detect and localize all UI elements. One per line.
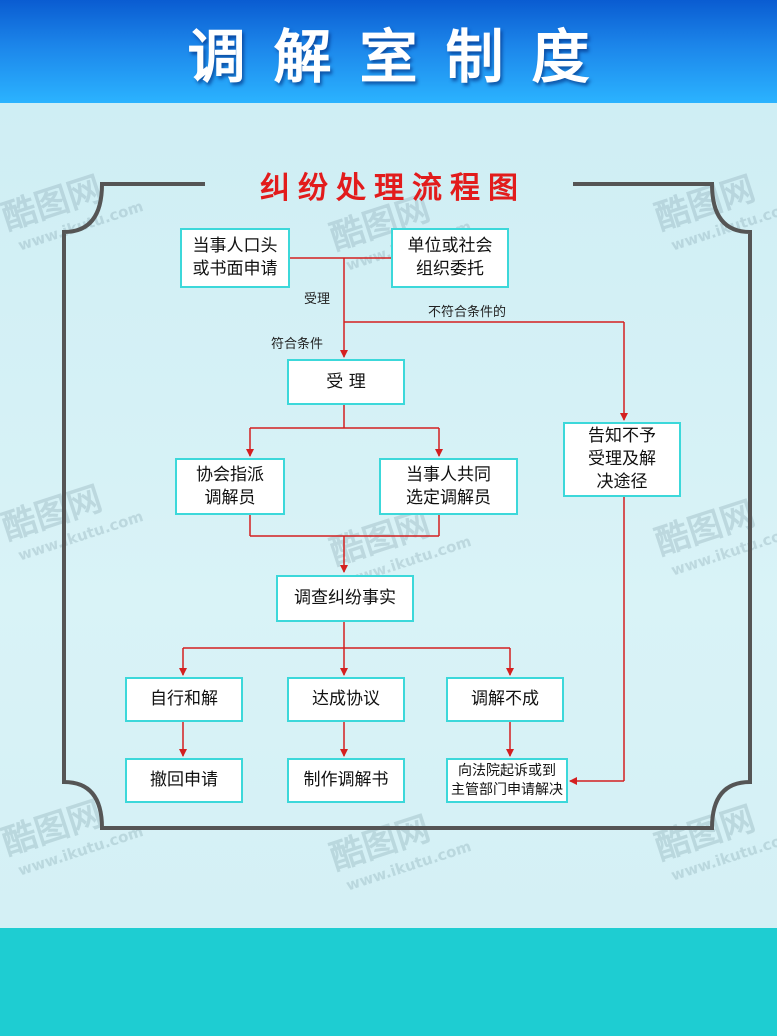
label-accepted: 受理 (304, 292, 331, 307)
diagram-frame (62, 182, 752, 830)
node-self-settle: 自行和解 (125, 677, 243, 722)
node-parties-choose: 当事人共同 选定调解员 (379, 458, 518, 515)
label-not-qualified: 不符合条件的 (428, 305, 507, 320)
node-agreement: 达成协议 (287, 677, 405, 722)
flowchart-title: 纠纷处理流程图 (260, 171, 526, 206)
page-title: 调解室制度 (187, 22, 618, 91)
node-association-assign: 协会指派 调解员 (175, 458, 285, 515)
node-inform: 告知不予 受理及解 决途径 (563, 422, 681, 497)
footer-band (0, 928, 777, 1036)
node-make-document: 制作调解书 (287, 758, 405, 803)
node-mediation-failed: 调解不成 (446, 677, 564, 722)
node-oral-written-application: 当事人口头 或书面申请 (180, 228, 290, 288)
node-withdraw: 撤回申请 (125, 758, 243, 803)
node-lawsuit: 向法院起诉或到 主管部门申请解决 (446, 758, 568, 803)
node-accept: 受 理 (287, 359, 405, 405)
node-entrusted: 单位或社会 组织委托 (391, 228, 509, 288)
label-qualified: 符合条件 (271, 337, 324, 352)
node-investigate: 调查纠纷事实 (276, 575, 414, 622)
header-banner (0, 0, 777, 103)
